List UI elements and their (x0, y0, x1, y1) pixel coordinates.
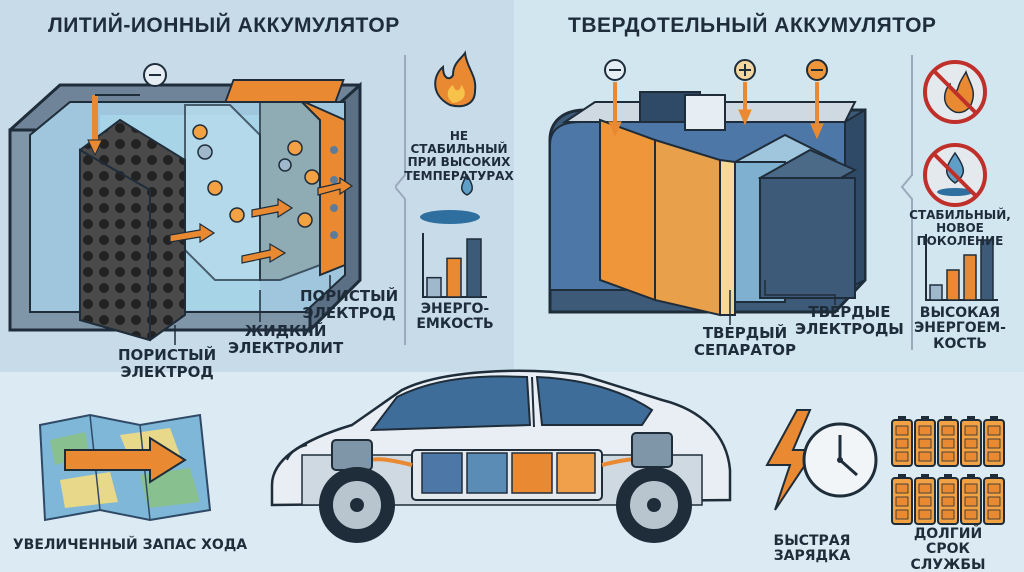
solid-battery-illustration (548, 59, 867, 325)
liion-energy-bar-1 (426, 276, 442, 298)
front-wheel (319, 467, 395, 543)
flame-icon (434, 50, 477, 108)
ev-car-illustration (270, 369, 732, 543)
long-life-label: ДОЛГИЙ СРОК СЛУЖБЫ (910, 526, 986, 572)
fast-charge-icon (765, 409, 878, 511)
solid-side-icons (900, 55, 998, 350)
range-label: УВЕЛИЧЕННЫЙ ЗАПАС ХОДА (12, 537, 248, 553)
battery-cells-icon (891, 416, 1005, 525)
solid-separator-layer (599, 118, 656, 302)
no-leak-icon (923, 143, 987, 207)
liion-liquid-electrolyte-label: ЖИДКИЙ ЭЛЕКТРОЛИТ (228, 322, 344, 357)
liion-porous-electrode-right-label: ПОРИСТЫЙ ЭЛЕКТРОД (300, 287, 399, 322)
liion-title: ЛИТИЙ-ИОННЫЙ АККУМУЛЯТОР (48, 14, 400, 37)
lightning-icon (765, 409, 817, 511)
liion-energy-bar-2 (446, 257, 462, 298)
liion-energy-chart (422, 233, 487, 298)
solid-energy-bar-4 (980, 239, 994, 301)
solid-stable-note: СТАБИЛЬНЫЙ, НОВОЕ ПОКОЛЕНИЕ (909, 208, 1011, 249)
liion-unstable-note: НЕ СТАБИЛЬНЫЙ ПРИ ВЫСОКИХ ТЕМПЕРАТУРАХ (404, 129, 514, 183)
clock-icon (802, 422, 878, 498)
liion-battery-illustration (8, 63, 362, 345)
solid-electrodes-label: ТВЕРДЫЕ ЭЛЕКТРОДЫ (795, 303, 904, 338)
solid-high-energy-capacity-label: ВЫСОКАЯ ЭНЕРГОЕМ- КОСТЬ (914, 305, 1006, 352)
solid-separator-label: ТВЕРДЫЙ СЕПАРАТОР (694, 324, 796, 359)
liion-porous-electrode-left-label: ПОРИСТЫЙ ЭЛЕКТРОД (118, 346, 217, 381)
solid-title: ТВЕРДОТЕЛЬНЫЙ АККУМУЛЯТОР (568, 14, 937, 37)
fast-charge-label: БЫСТРАЯ ЗАРЯДКА (773, 533, 851, 565)
no-fire-icon (923, 60, 987, 124)
drop-icon (420, 173, 480, 224)
solid-energy-bar-1 (929, 284, 943, 301)
solid-energy-chart (925, 234, 998, 301)
liion-energy-bar-3 (466, 238, 482, 298)
solid-energy-bar-3 (963, 254, 977, 301)
liion-side-icons (395, 50, 487, 345)
liion-energy-axis (422, 233, 487, 298)
liion-energy-capacity-label: ЭНЕРГО- ЕМКОСТЬ (416, 301, 494, 333)
rear-wheel (616, 467, 692, 543)
solid-energy-bar-2 (946, 269, 960, 301)
map-icon (38, 413, 212, 522)
